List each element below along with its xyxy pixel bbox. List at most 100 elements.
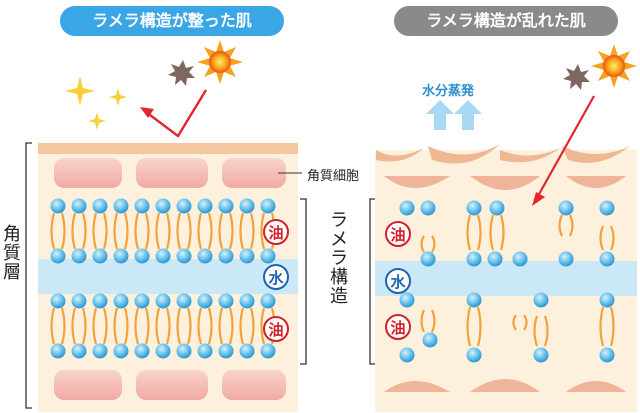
- lipid-head: [92, 293, 108, 309]
- lipid-tail: [568, 214, 574, 237]
- lipid-tail: [155, 307, 161, 345]
- lipid-head: [420, 251, 436, 267]
- skin-surface-strip-left: [38, 143, 298, 154]
- lipid-head: [466, 347, 482, 363]
- lipid-tail: [176, 212, 182, 250]
- lipid-tail: [523, 314, 528, 331]
- keratinocyte-label: 角質細胞: [307, 169, 360, 184]
- lipid-head: [155, 343, 171, 359]
- lipid-head: [422, 332, 438, 348]
- surface-flakes: [376, 144, 630, 164]
- healthy-skin-panel: [38, 143, 298, 412]
- lipid-head: [489, 200, 505, 216]
- penetrating-uv-arrow: [532, 95, 595, 206]
- lipid-tail: [186, 307, 192, 345]
- lipid-head: [239, 198, 255, 214]
- water-badge: 水: [263, 264, 289, 290]
- lipid-head: [176, 293, 192, 309]
- lipid-tail: [599, 306, 605, 347]
- lipid-head: [260, 293, 276, 309]
- oil-badge: 油: [385, 314, 411, 340]
- lipid-tail: [144, 307, 150, 345]
- lipid-head: [487, 251, 503, 267]
- lipid-layer-right: [399, 200, 615, 363]
- lipid-tail: [420, 235, 425, 253]
- lipid-tail: [81, 212, 87, 250]
- corneocyte: [54, 370, 122, 400]
- lipid-head: [512, 251, 528, 267]
- lipid-head: [218, 343, 234, 359]
- lipid-head: [260, 248, 276, 264]
- reflected-uv-arrow: [140, 89, 208, 138]
- lipid-tail: [50, 212, 56, 250]
- sparkle-icon: [65, 76, 127, 130]
- lipid-tail: [249, 212, 255, 250]
- lipid-head: [113, 248, 129, 264]
- lipid-tail: [155, 212, 161, 250]
- lipid-head: [50, 293, 66, 309]
- lipid-head: [134, 343, 150, 359]
- corneocytes-right: [384, 176, 626, 392]
- lipid-head: [399, 292, 415, 308]
- lipid-tail: [218, 212, 224, 250]
- lipid-tail: [420, 309, 426, 333]
- lipid-head: [533, 292, 549, 308]
- corneocyte: [222, 370, 286, 400]
- lipid-tail: [134, 307, 140, 345]
- lipid-head: [558, 200, 574, 216]
- lipid-tail: [430, 309, 436, 333]
- lipid-head: [176, 198, 192, 214]
- lipid-tail: [165, 307, 171, 345]
- lipid-head: [218, 248, 234, 264]
- lipid-tail: [197, 307, 203, 345]
- water-badge: 水: [385, 268, 411, 294]
- lipid-head: [218, 293, 234, 309]
- lipid-tail: [102, 307, 108, 345]
- healthy-skin-header: ラメラ構造が整った肌: [60, 6, 284, 36]
- lipid-head: [420, 200, 436, 216]
- lipid-head: [197, 248, 213, 264]
- lipid-head: [176, 343, 192, 359]
- lipid-tail: [165, 212, 171, 250]
- lipid-head: [599, 292, 615, 308]
- lipid-tail: [466, 214, 472, 251]
- damaged-skin-panel: [375, 144, 637, 412]
- lipid-tail: [260, 307, 266, 345]
- lipid-tail: [533, 315, 539, 347]
- lipid-tail: [197, 212, 203, 250]
- corneocyte: [54, 158, 122, 188]
- lipid-tail: [609, 225, 615, 251]
- lipid-head: [239, 343, 255, 359]
- lipid-tail: [609, 306, 615, 347]
- evaporation-label: 水分蒸発: [422, 84, 475, 99]
- lipid-head: [218, 198, 234, 214]
- lipid-head: [599, 347, 615, 363]
- water-band-left: [38, 259, 298, 294]
- lipid-tail: [71, 307, 77, 345]
- lipid-tail: [239, 212, 245, 250]
- lipid-head: [533, 347, 549, 363]
- evaporation-arrow-icon: [426, 100, 482, 130]
- lipid-tail: [60, 307, 66, 345]
- lipid-tail: [123, 212, 129, 250]
- corneocyte: [136, 370, 208, 400]
- lipid-head: [599, 251, 615, 267]
- lipid-tail: [102, 212, 108, 250]
- lipid-head: [260, 198, 276, 214]
- lipid-tail: [176, 307, 182, 345]
- corneocyte: [222, 158, 286, 188]
- lipid-tail: [543, 315, 549, 347]
- lipid-tail: [123, 307, 129, 345]
- lipid-head: [197, 343, 213, 359]
- lipid-head: [260, 343, 276, 359]
- lipid-head: [466, 292, 482, 308]
- lipid-tail: [207, 307, 213, 345]
- lipid-tail: [512, 314, 517, 331]
- lipid-head: [155, 198, 171, 214]
- lipid-head: [155, 293, 171, 309]
- lipid-head: [50, 343, 66, 359]
- lipid-head: [466, 200, 482, 216]
- lipid-head: [176, 248, 192, 264]
